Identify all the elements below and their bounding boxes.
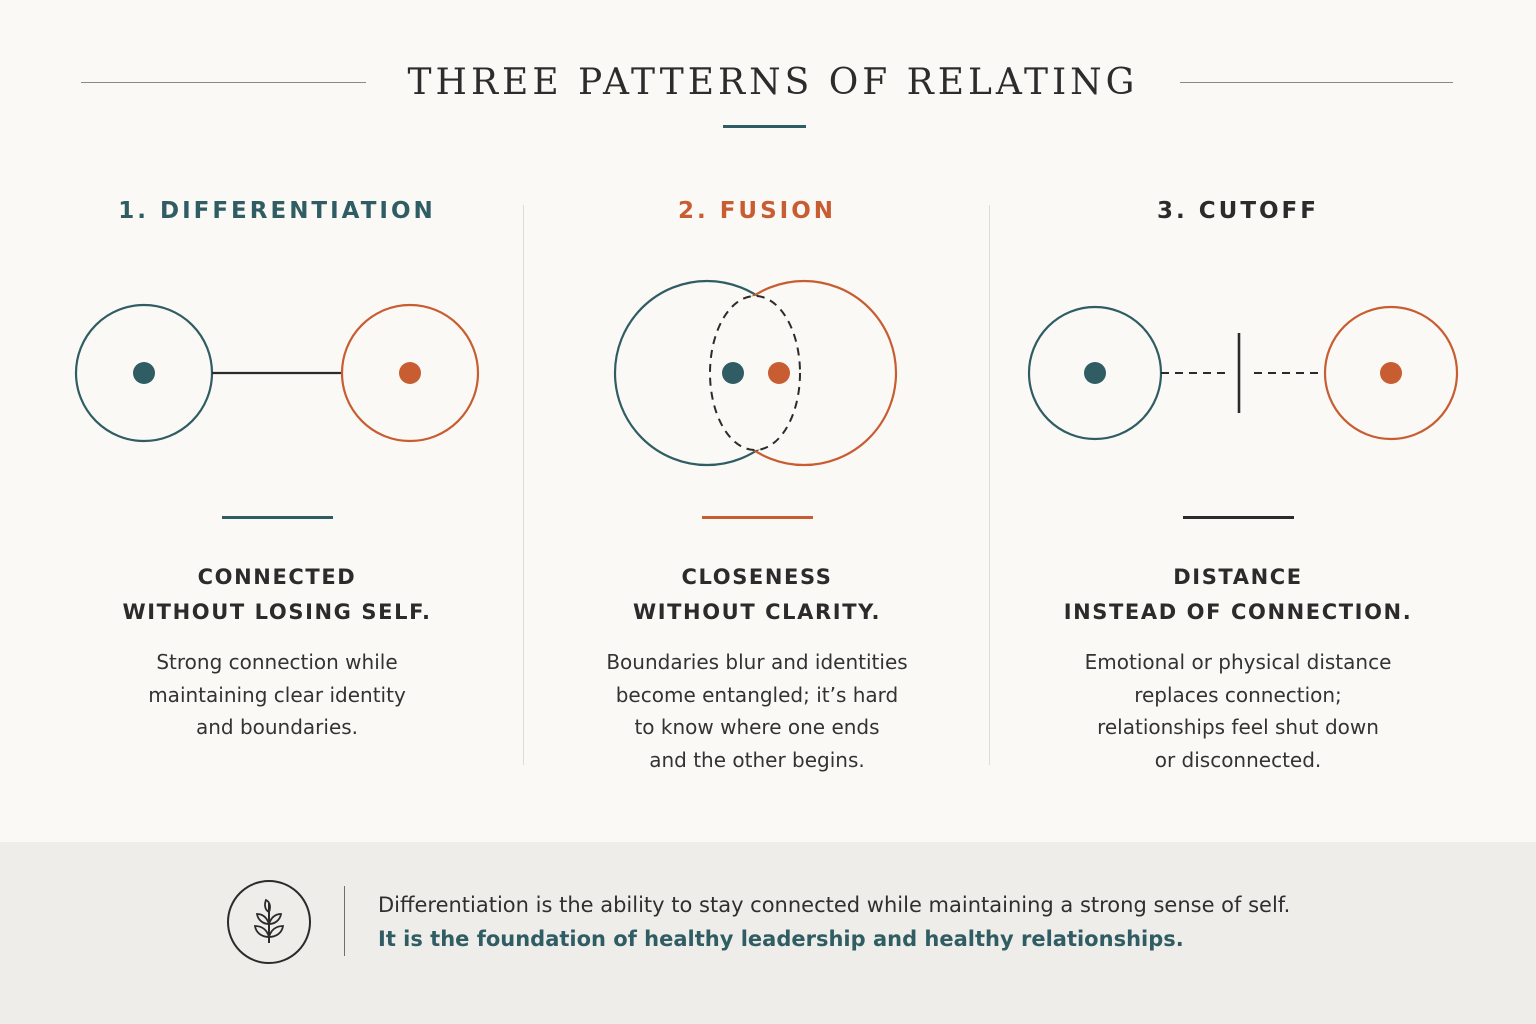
section-rule [702,516,813,519]
overlap-dashed [709,295,801,451]
section-rule [222,516,333,519]
description-line: and the other begins. [649,747,865,772]
description-line: and boundaries. [195,715,359,739]
description-line: maintaining clear identity [148,682,406,707]
column-divider [989,205,990,765]
section-rule [1183,516,1294,519]
title-rule-right [1180,82,1453,83]
description-line: Strong connection while [156,650,398,674]
pattern-heading: 2. FUSION [677,198,837,224]
description-line: or disconnected. [1154,747,1322,772]
description-line: to know where one ends [634,715,880,739]
footer-definition: Differentiation is the ability to stay c… [378,893,1291,917]
subtitle-line: INSTEAD OF CONNECTION. [1063,600,1413,624]
description-line: replaces connection; [1134,682,1342,707]
footer-emphasis: It is the foundation of healthy leadersh… [378,927,1184,951]
self-dot [1084,362,1106,384]
column-divider [523,205,524,765]
pattern-subtitle: DISTANCE INSTEAD OF CONNECTION. [998,560,1478,630]
description-line: Emotional or physical distance [1084,650,1392,674]
differentiation-diagram [74,303,480,443]
description-line: relationships feel shut down [1097,715,1379,739]
footer-divider [344,886,345,956]
other-dot [399,362,421,384]
description-line: become entangled; it’s hard [615,682,899,707]
subtitle-line: DISTANCE [1173,565,1303,589]
pattern-heading: 3. CUTOFF [1157,198,1319,224]
other-circle [1323,305,1459,441]
self-dot [722,362,744,384]
cutoff-diagram [1027,305,1459,441]
pattern-fusion: 2. FUSION CLOSENESS WITHOUT CLARITY. Bou… [517,190,997,800]
title-row: THREE PATTERNS OF RELATING [0,58,1536,108]
pattern-cutoff: 3. CUTOFF DISTANCE INSTEAD OF CONNECTION… [998,190,1478,800]
title-accent-bar [723,125,806,128]
description-line: Boundaries blur and identities [606,650,908,674]
footer-text: Differentiation is the ability to stay c… [378,888,1478,956]
subtitle-line: WITHOUT CLARITY. [632,600,882,624]
pattern-subtitle: CONNECTED WITHOUT LOSING SELF. [37,560,517,630]
subtitle-line: CONNECTED [197,565,357,589]
other-dot [1380,362,1402,384]
other-dot [768,362,790,384]
title-rule-left [81,82,366,83]
pattern-description: Boundaries blur and identities become en… [557,646,957,776]
fusion-diagram [613,279,898,467]
footer-banner: Differentiation is the ability to stay c… [0,842,1536,1024]
pattern-description: Emotional or physical distance replaces … [1038,646,1438,776]
page-title: THREE PATTERNS OF RELATING [407,62,1139,103]
subtitle-line: CLOSENESS [681,565,833,589]
other-circle [340,303,480,443]
pattern-heading: 1. DIFFERENTIATION [118,198,436,224]
subtitle-line: WITHOUT LOSING SELF. [122,600,432,624]
pattern-differentiation: 1. DIFFERENTIATION CONNECTED WITHOUT LOS… [37,190,517,800]
self-dot [133,362,155,384]
pattern-subtitle: CLOSENESS WITHOUT CLARITY. [517,560,997,630]
sprout-icon [227,880,311,964]
pattern-description: Strong connection while maintaining clea… [77,646,477,744]
